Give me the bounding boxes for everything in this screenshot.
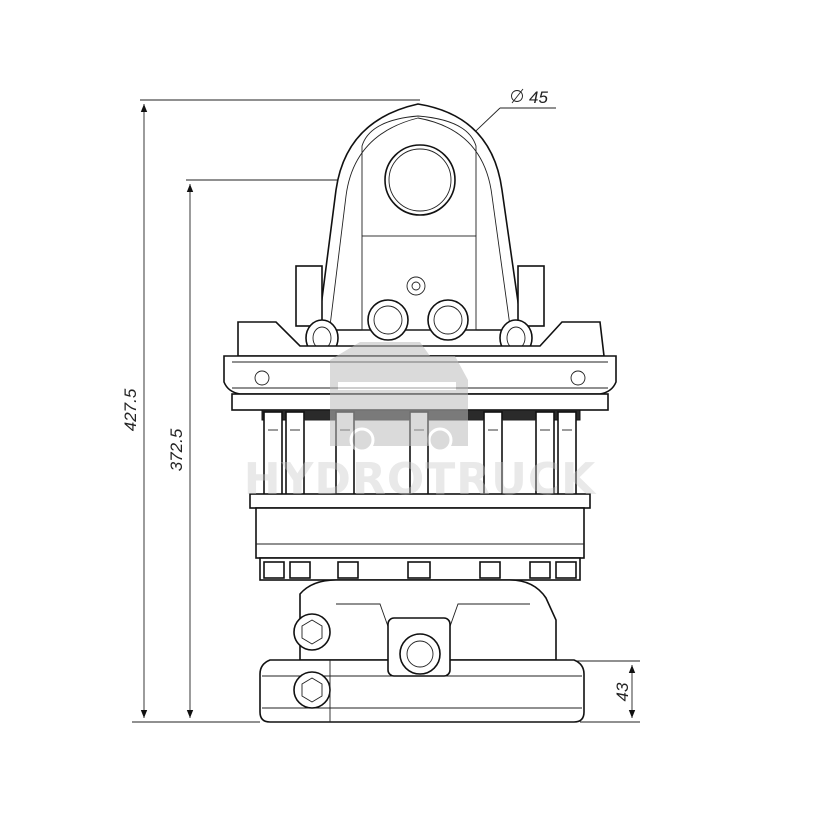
truck-logo-icon — [330, 342, 468, 453]
mounting-lug — [295, 103, 545, 331]
hex-plug-lower — [293, 671, 331, 709]
rotator-body — [223, 103, 617, 723]
bore-diameter-label: 45 — [529, 88, 548, 107]
dimension-overall-height: 427.5 — [121, 99, 420, 723]
motor-port — [399, 633, 441, 675]
pin-bore-hole — [384, 144, 456, 216]
gear-housing — [249, 493, 591, 581]
diameter-symbol-icon — [511, 88, 524, 104]
dimension-base-height: 43 — [560, 660, 640, 723]
overall-height-label: 427.5 — [121, 388, 140, 431]
watermark-text: HYDROTRUCK — [244, 454, 597, 505]
watermark: HYDROTRUCK — [244, 342, 597, 505]
lower-motor — [259, 579, 585, 723]
base-height-label: 43 — [613, 682, 632, 701]
lubrication-nipple-icon — [406, 276, 426, 296]
pin-height-label: 372.5 — [167, 428, 186, 471]
hex-plug-upper — [293, 613, 331, 651]
